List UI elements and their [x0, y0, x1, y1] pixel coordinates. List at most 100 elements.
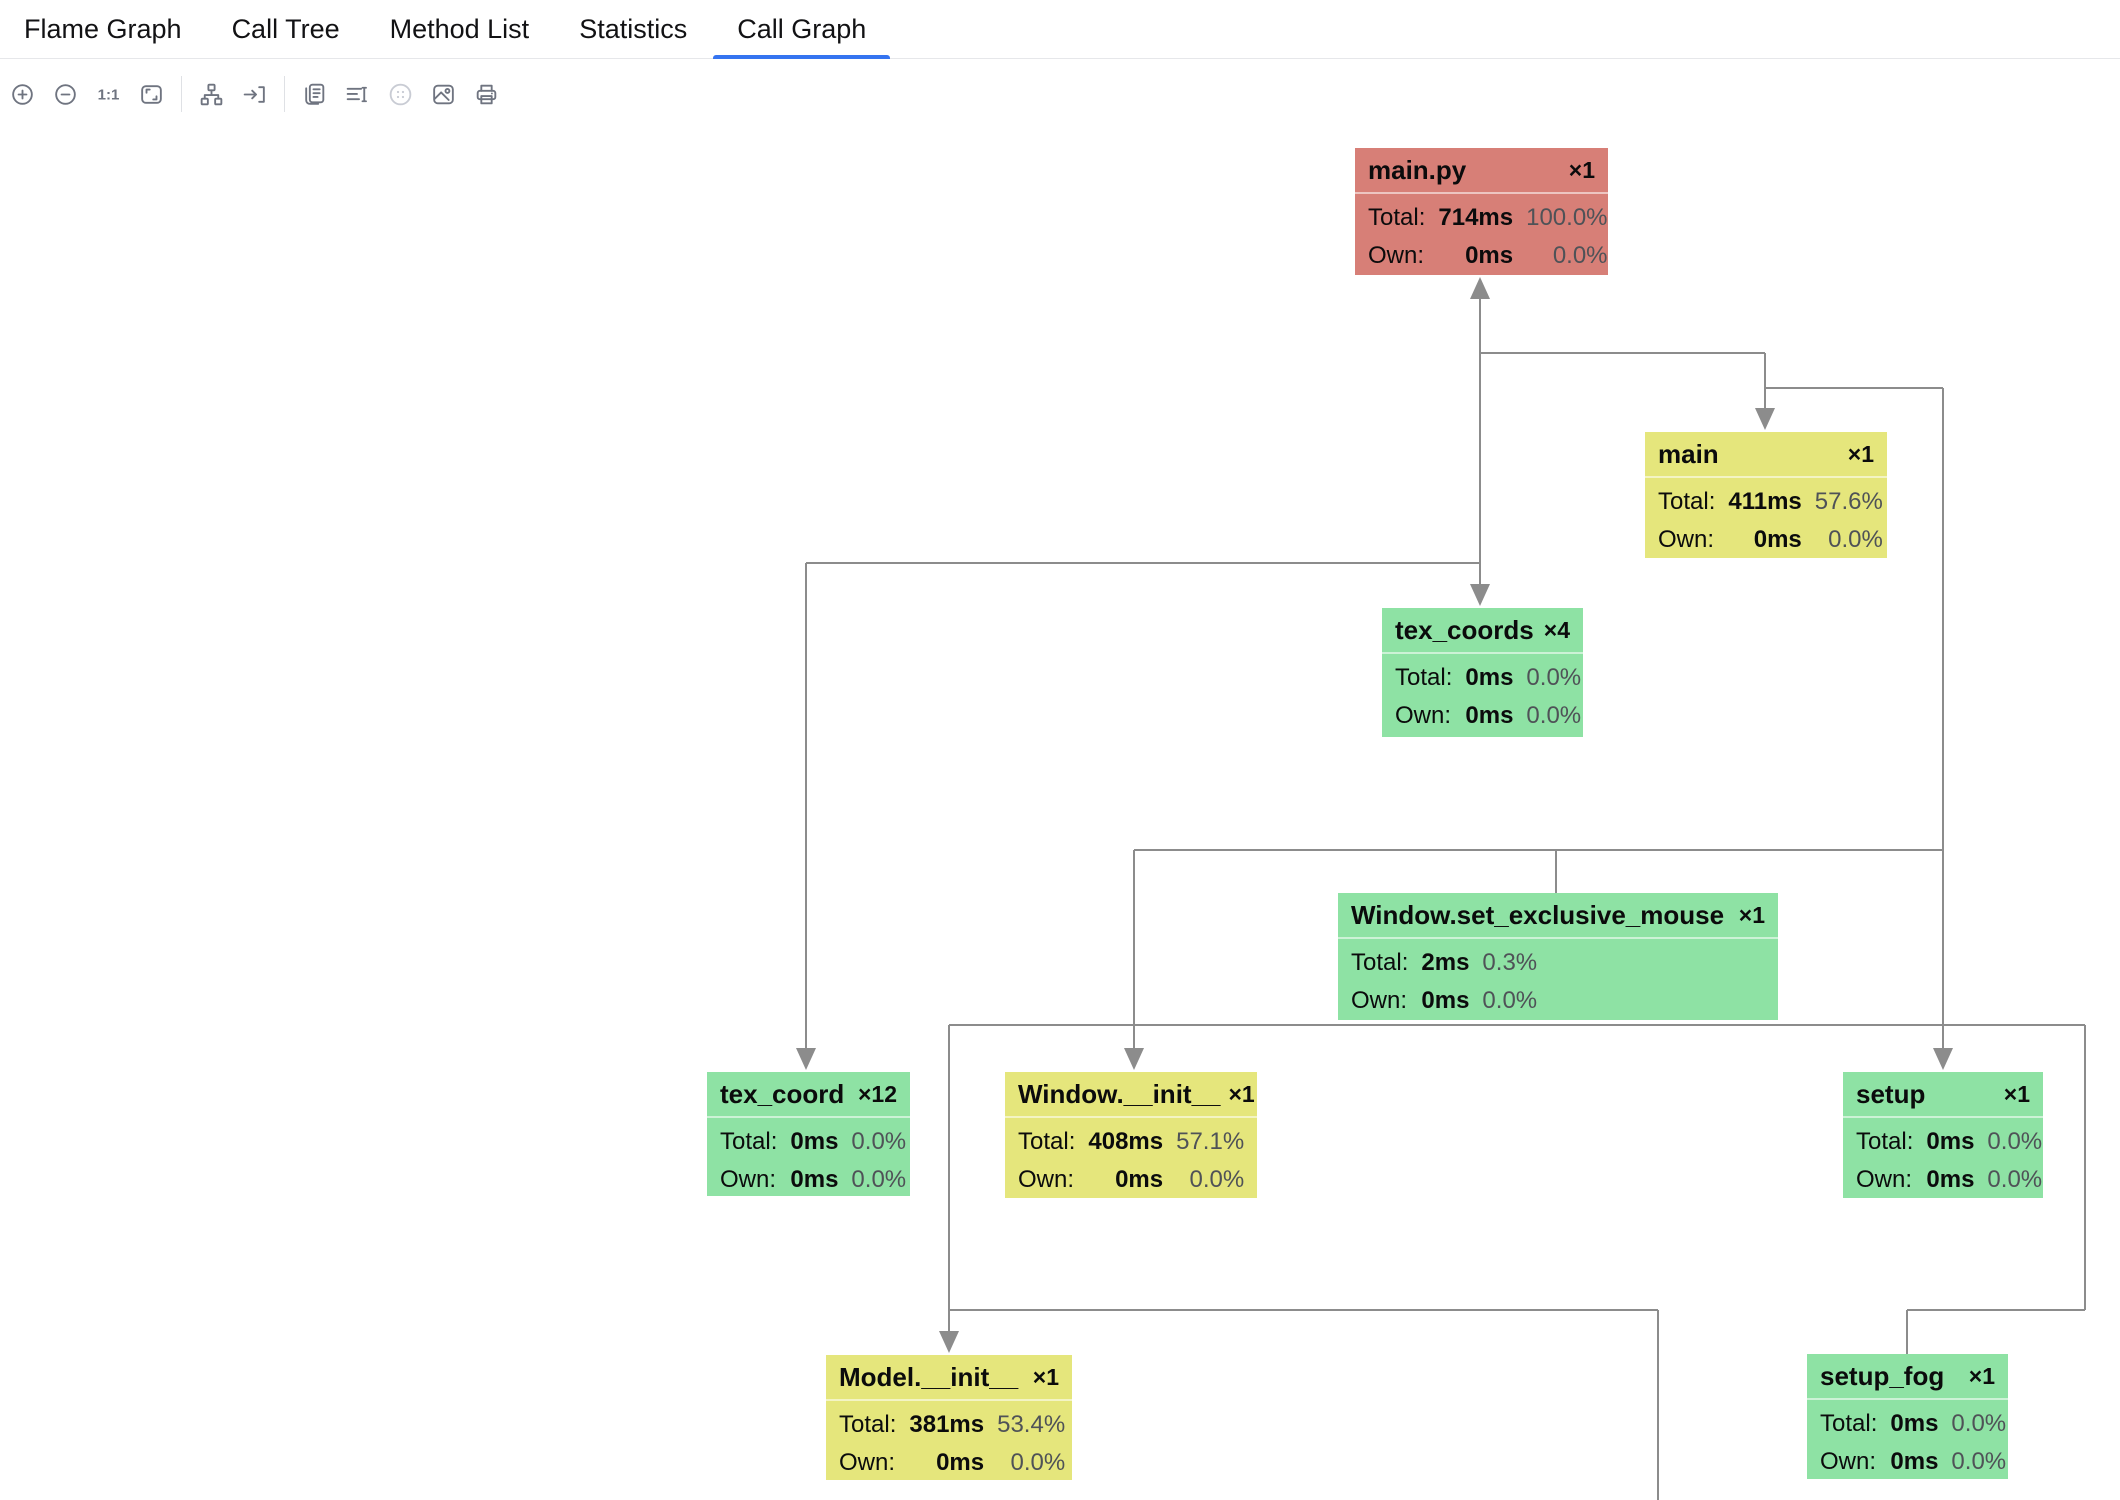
stat-value: 0ms — [1421, 987, 1470, 1014]
node-call-count: ×1 — [1738, 901, 1765, 928]
graph-toolbar: 1:1 — [0, 59, 2120, 129]
node-label: main — [1658, 438, 1719, 469]
stat-value: 0ms — [1890, 1410, 1939, 1437]
node-call-count: ×1 — [1568, 156, 1595, 183]
edge-arrowhead — [1933, 1048, 1953, 1070]
node-label: tex_coord — [720, 1078, 845, 1109]
stat-pct: 0.0% — [1189, 1166, 1245, 1193]
stat-pct: 0.0% — [1526, 702, 1582, 729]
tab-label: Method List — [389, 13, 530, 44]
tab-statistics[interactable]: Statistics — [555, 0, 711, 58]
tab-call-graph[interactable]: Call Graph — [713, 0, 891, 59]
hierarchy-layout-icon[interactable] — [192, 75, 230, 113]
stat-label: Total: — [1368, 204, 1426, 231]
node-stats: Total: 0ms 0.0% Own: 0ms 0.0% — [1382, 654, 1594, 734]
stat-label: Total: — [1351, 949, 1409, 976]
stat-label: Own: — [1018, 1166, 1075, 1193]
stat-label: Total: — [839, 1411, 897, 1438]
node-call-count: ×4 — [1543, 616, 1570, 643]
focus-selection-icon[interactable] — [235, 75, 273, 113]
stat-pct: 0.0% — [1010, 1449, 1066, 1476]
stat-label: Own: — [839, 1449, 896, 1476]
node-label: main.py — [1368, 154, 1467, 185]
tab-label: Flame Graph — [24, 13, 182, 44]
stat-label: Total: — [1820, 1410, 1878, 1437]
stat-label: Total: — [1658, 488, 1716, 515]
tab-call-tree[interactable]: Call Tree — [208, 0, 364, 58]
stat-pct: 53.4% — [997, 1411, 1066, 1438]
stat-pct: 0.0% — [1987, 1166, 2043, 1193]
stat-label: Own: — [1351, 987, 1408, 1014]
stat-label: Own: — [1368, 242, 1425, 269]
tab-bar: Flame Graph Call Tree Method List Statistic… — [0, 0, 2120, 59]
zoom-in-icon[interactable] — [3, 75, 41, 113]
print-icon[interactable] — [467, 75, 505, 113]
stat-label: Total: — [1018, 1128, 1076, 1155]
edge-arrowhead — [939, 1331, 959, 1353]
stat-label: Total: — [1856, 1128, 1914, 1155]
edge-arrowhead — [1755, 408, 1775, 430]
export-image-icon[interactable] — [424, 75, 462, 113]
fit-content-icon[interactable] — [132, 75, 170, 113]
node-tex-coords[interactable]: tex_coords ×4 Total: 0ms 0.0% Own: 0ms 0.0% — [1382, 608, 1583, 737]
stat-pct: 0.0% — [851, 1166, 907, 1193]
stat-pct: 0.0% — [1987, 1128, 2043, 1155]
stat-pct: 0.0% — [1828, 526, 1883, 553]
stat-pct: 0.0% — [1526, 664, 1582, 691]
stat-label: Own: — [1395, 702, 1452, 729]
edge-arrowhead — [796, 1048, 816, 1070]
edge-arrowhead — [1470, 277, 1490, 299]
tab-label: Call Graph — [737, 13, 867, 44]
select-in-list-icon[interactable] — [338, 75, 376, 113]
stat-label: Own: — [720, 1166, 777, 1193]
stat-label: Own: — [1658, 526, 1715, 553]
stat-pct: 57.6% — [1814, 488, 1883, 515]
stat-value: 0ms — [790, 1128, 839, 1155]
stat-pct: 57.1% — [1176, 1128, 1245, 1155]
node-call-count: ×1 — [1228, 1080, 1255, 1107]
tab-flame-graph[interactable]: Flame Graph — [0, 0, 206, 58]
copy-icon[interactable] — [295, 75, 333, 113]
tab-label: Statistics — [579, 13, 688, 44]
stat-value: 408ms — [1088, 1128, 1164, 1155]
stat-value: 0ms — [1465, 702, 1514, 729]
tab-method-list[interactable]: Method List — [366, 0, 554, 58]
stat-label: Total: — [720, 1128, 778, 1155]
stat-value: 411ms — [1728, 488, 1802, 515]
edge-arrowhead — [1470, 584, 1490, 606]
stat-label: Total: — [1395, 664, 1453, 691]
stat-value: 0ms — [1465, 664, 1514, 691]
stat-pct: 0.0% — [1951, 1410, 2007, 1437]
actual-size-icon[interactable]: 1:1 — [89, 75, 127, 113]
node-label: Window.__init__ — [1018, 1078, 1221, 1109]
loading-dots-icon — [381, 75, 419, 113]
node-label: Model.__init__ — [839, 1361, 1019, 1392]
node-label: tex_coords — [1395, 614, 1534, 645]
stat-pct: 100.0% — [1526, 204, 1608, 231]
stat-label: Own: — [1856, 1166, 1913, 1193]
node-window-init[interactable]: Window.__init__ ×1 Total: 408ms 57.1% Own: 0… — [1005, 1072, 1257, 1198]
node-label: setup — [1856, 1078, 1926, 1109]
toolbar-separator — [284, 76, 285, 112]
tab-label: Call Tree — [231, 13, 340, 44]
edge-arrowhead — [1124, 1048, 1144, 1070]
stat-value: 714ms — [1438, 204, 1514, 231]
stat-label: Own: — [1820, 1448, 1877, 1475]
zoom-out-icon[interactable] — [46, 75, 84, 113]
toolbar-separator — [181, 76, 182, 112]
stat-pct: 0.0% — [1552, 242, 1608, 269]
